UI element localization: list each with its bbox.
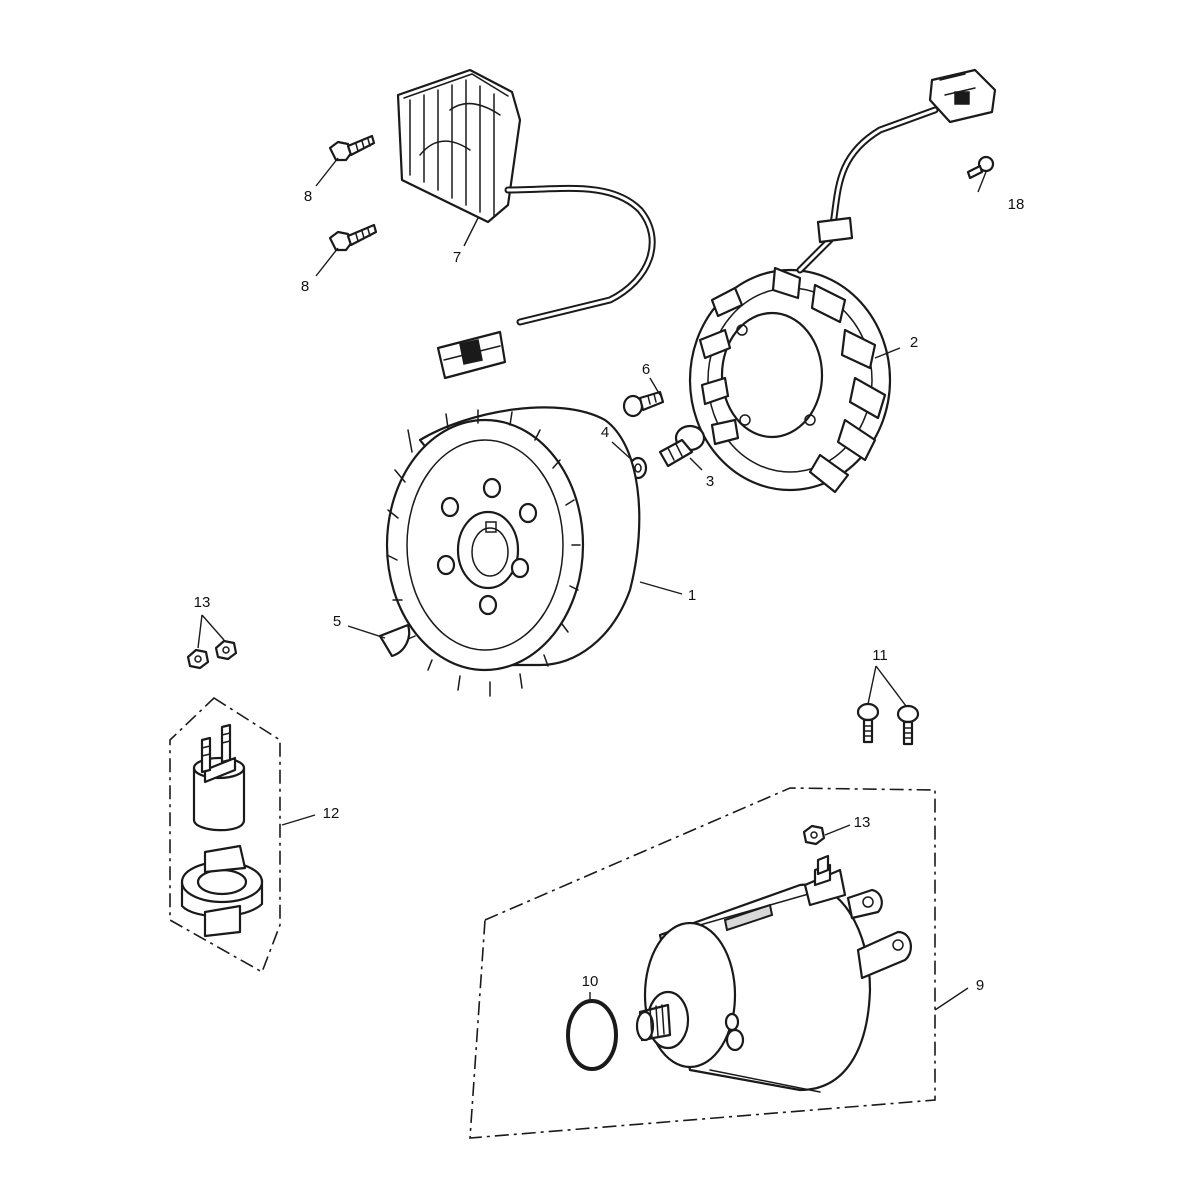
regulator-rectifier[interactable] — [396, 68, 656, 380]
callout-18: 18 — [1008, 196, 1025, 213]
callout-6: 6 — [642, 361, 650, 378]
callout-5: 5 — [333, 613, 341, 630]
bolt-11-right[interactable] — [896, 704, 920, 746]
solenoid-rubber-mount[interactable] — [180, 844, 264, 938]
callout-labels: 8 8 7 18 2 6 4 3 1 5 13 11 12 13 10 9 — [194, 188, 1025, 994]
rotor-flywheel[interactable] — [385, 406, 641, 697]
callout-13-starter: 13 — [854, 814, 871, 831]
bolt-3[interactable] — [658, 424, 706, 468]
callout-3: 3 — [706, 473, 714, 490]
starter-solenoid[interactable] — [192, 723, 246, 832]
o-ring-10[interactable] — [566, 999, 618, 1071]
nut-13-left[interactable] — [186, 648, 210, 670]
nut-13-starter[interactable] — [802, 824, 826, 846]
stator[interactable] — [688, 68, 997, 494]
callout-12: 12 — [323, 805, 340, 822]
callout-4: 4 — [601, 424, 609, 441]
callout-1: 1 — [688, 587, 696, 604]
screw-18[interactable] — [966, 155, 995, 180]
leader-lines — [197, 157, 987, 1011]
bolt-8-upper[interactable] — [328, 134, 376, 162]
callout-11: 11 — [872, 647, 888, 664]
solenoid-group-boundary — [169, 696, 281, 974]
starter-motor[interactable] — [635, 854, 912, 1093]
bolt-8-lower[interactable] — [328, 223, 378, 252]
callout-2: 2 — [910, 334, 918, 351]
screw-6[interactable] — [622, 390, 665, 418]
callout-8-upper: 8 — [304, 188, 312, 205]
callout-10: 10 — [582, 973, 599, 990]
callout-7: 7 — [453, 249, 461, 266]
nut-13-right[interactable] — [214, 639, 238, 661]
callout-8-lower: 8 — [301, 278, 309, 295]
woodruff-key-5[interactable] — [378, 623, 411, 658]
bolt-11-left[interactable] — [856, 702, 880, 744]
starter-motor-group-boundary — [469, 787, 936, 1139]
callout-9: 9 — [976, 977, 984, 994]
callout-13-upper: 13 — [194, 594, 211, 611]
